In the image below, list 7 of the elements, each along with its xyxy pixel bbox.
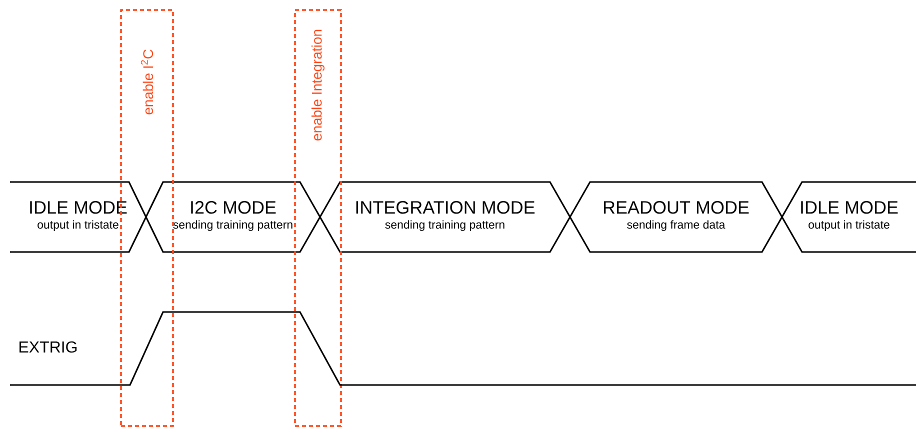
bus-state: IDLE MODE output in tristate [781, 181, 916, 253]
bus-state: READOUT MODE sending frame data [569, 181, 783, 253]
dashed-frame: enable Integration [294, 9, 342, 427]
signal-label: EXTRIG [20, 341, 77, 353]
bus-state: INTEGRATION MODE sending training pattern [319, 181, 571, 253]
bus-state: I2C MODE sending training pattern [145, 181, 321, 253]
bus-state: IDLE MODE output in tristate [10, 181, 147, 253]
